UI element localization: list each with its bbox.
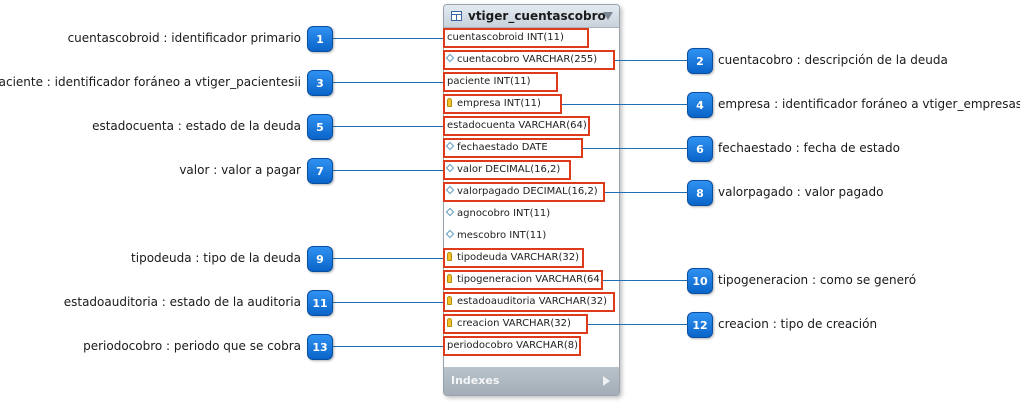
highlight-box <box>443 72 558 92</box>
connector-line <box>333 346 443 347</box>
column-row[interactable]: cuentascobroid INT(11) <box>444 28 619 48</box>
column-row[interactable]: cuentacobro VARCHAR(255) <box>444 50 619 70</box>
annotation-badge: 7 <box>307 158 333 184</box>
connector-line <box>333 82 443 83</box>
column-text: tipogeneracion VARCHAR(64) <box>457 274 604 285</box>
column-text: valor DECIMAL(16,2) <box>457 164 561 175</box>
column-text: valorpagado DECIMAL(16,2) <box>457 186 598 197</box>
annotation-label: estadocuenta : estado de la deuda <box>92 119 301 133</box>
column-text: cuentascobroid INT(11) <box>447 32 564 43</box>
annotation-label: creacion : tipo de creación <box>718 317 878 331</box>
connector-line <box>615 60 687 61</box>
column-row[interactable]: periodocobro VARCHAR(8) <box>444 336 619 356</box>
annotation-badge: 13 <box>307 334 333 360</box>
connector-line <box>562 104 687 105</box>
column-text: paciente INT(11) <box>447 76 531 87</box>
annotation-label: valor : valor a pagar <box>179 163 301 177</box>
column-row[interactable]: estadoauditoria VARCHAR(32) <box>444 292 619 312</box>
annotation-badge: 6 <box>687 136 713 162</box>
highlight-box <box>443 138 583 158</box>
annotation-badge: 4 <box>687 92 713 118</box>
indexes-section[interactable]: Indexes <box>444 367 619 395</box>
annotation-badge: 11 <box>307 290 333 316</box>
column-row[interactable]: empresa INT(11) <box>444 94 619 114</box>
annotation-badge: 10 <box>687 268 713 294</box>
table-title: vtiger_cuentascobro <box>468 9 606 23</box>
column-text: estadoauditoria VARCHAR(32) <box>457 296 608 307</box>
column-text: empresa INT(11) <box>457 98 541 109</box>
column-row[interactable]: tipogeneracion VARCHAR(64) <box>444 270 619 290</box>
column-row[interactable]: agnocobro INT(11) <box>444 204 619 224</box>
connector-line <box>333 126 443 127</box>
column-row[interactable]: creacion VARCHAR(32) <box>444 314 619 334</box>
highlight-box <box>443 292 615 312</box>
connector-line <box>333 170 443 171</box>
column-text: fechaestado DATE <box>457 142 548 153</box>
highlight-box <box>443 336 581 356</box>
connector-line <box>333 258 443 259</box>
column-row[interactable]: mescobro INT(11) <box>444 226 619 246</box>
column-row[interactable]: valorpagado DECIMAL(16,2) <box>444 182 619 202</box>
connector-line <box>588 324 687 325</box>
key-icon <box>447 274 452 283</box>
expand-arrow-icon[interactable] <box>603 376 610 386</box>
diamond-icon <box>445 229 455 239</box>
column-row[interactable]: fechaestado DATE <box>444 138 619 158</box>
annotation-label: empresa : identificador foráneo a vtiger… <box>718 97 1020 111</box>
table-icon <box>451 11 462 21</box>
key-icon <box>447 318 452 327</box>
connector-line <box>333 38 443 39</box>
highlight-box <box>443 182 605 202</box>
connector-line <box>605 192 687 193</box>
key-icon <box>447 252 452 261</box>
highlight-box <box>443 116 590 136</box>
column-text: agnocobro INT(11) <box>457 208 551 219</box>
annotation-badge: 3 <box>307 70 333 96</box>
column-row[interactable]: tipodeuda VARCHAR(32) <box>444 248 619 268</box>
annotation-label: cuentascobroid : identificador primario <box>67 31 301 45</box>
key-icon <box>447 98 452 107</box>
key-icon <box>447 296 452 305</box>
collapse-arrow-icon[interactable] <box>603 12 613 20</box>
column-text: periodocobro VARCHAR(8) <box>447 340 579 351</box>
highlight-box <box>443 314 588 334</box>
highlight-box <box>443 160 571 180</box>
highlight-box <box>443 248 584 268</box>
annotation-badge: 1 <box>307 26 333 52</box>
annotation-badge: 9 <box>307 246 333 272</box>
column-text: tipodeuda VARCHAR(32) <box>457 252 579 263</box>
diamond-icon <box>445 207 455 217</box>
annotation-label: estadoauditoria : estado de la auditoria <box>63 295 301 309</box>
column-text: cuentacobro VARCHAR(255) <box>457 54 598 65</box>
column-text: mescobro INT(11) <box>457 230 547 241</box>
annotation-label: periodocobro : periodo que se cobra <box>83 339 301 353</box>
annotation-label: tipogeneracion : como se generó <box>718 273 917 287</box>
annotation-badge: 5 <box>307 114 333 140</box>
column-text: creacion VARCHAR(32) <box>457 318 571 329</box>
highlight-box <box>443 94 562 114</box>
annotation-badge: 8 <box>687 180 713 206</box>
annotation-badge: 12 <box>687 312 713 338</box>
highlight-box <box>443 270 603 290</box>
highlight-box <box>443 50 615 70</box>
connector-line <box>603 280 687 281</box>
annotation-label: cuentacobro : descripción de la deuda <box>718 53 948 67</box>
column-row[interactable]: estadocuenta VARCHAR(64) <box>444 116 619 136</box>
annotation-label: valorpagado : valor pagado <box>718 185 884 199</box>
annotation-label: tipodeuda : tipo de la deuda <box>131 251 301 265</box>
connector-line <box>333 302 443 303</box>
annotation-label: paciente : identificador foráneo a vtige… <box>0 75 301 89</box>
indexes-label: Indexes <box>451 374 500 387</box>
annotation-label: fechaestado : fecha de estado <box>718 141 900 155</box>
connector-line <box>583 148 687 149</box>
column-row[interactable]: paciente INT(11) <box>444 72 619 92</box>
table-header: vtiger_cuentascobro <box>444 5 619 28</box>
highlight-box <box>443 28 589 48</box>
column-row[interactable]: valor DECIMAL(16,2) <box>444 160 619 180</box>
column-text: estadocuenta VARCHAR(64) <box>447 120 587 131</box>
annotation-badge: 2 <box>687 48 713 74</box>
